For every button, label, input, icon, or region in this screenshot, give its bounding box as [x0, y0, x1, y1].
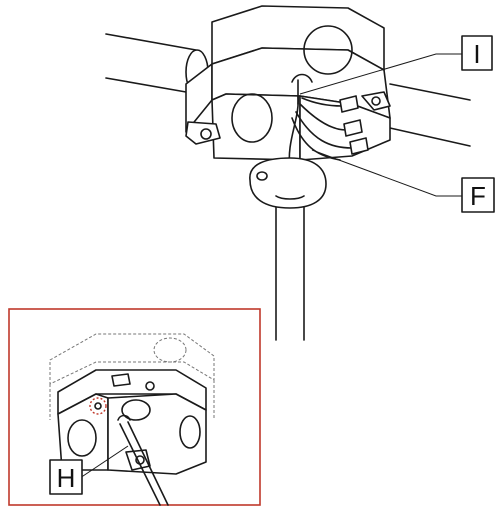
- inset-detail: H: [8, 308, 261, 506]
- right-beams: [389, 83, 471, 147]
- leader-line-upper: [299, 53, 462, 95]
- leader-line-inset: [79, 445, 129, 479]
- highlight-circle: [89, 397, 107, 415]
- inset-junction-box: [57, 369, 207, 475]
- swivel-joint: [249, 157, 327, 209]
- callout-inset: H: [49, 459, 83, 495]
- callout-label-lower: F: [470, 181, 486, 211]
- wire-connector-1: [339, 95, 359, 113]
- conduit-pipe: [275, 195, 305, 341]
- callout-label-inset: H: [57, 463, 76, 493]
- callout-label-upper: I: [473, 39, 480, 69]
- leader-line-lower: [311, 149, 462, 197]
- main-assembly: [105, 5, 471, 341]
- wire-connector-3: [349, 137, 369, 155]
- inset-ghost-outline: [49, 333, 215, 420]
- screwdriver: [117, 414, 169, 506]
- callout-upper-right: I: [461, 35, 493, 71]
- junction-box: [185, 5, 391, 161]
- callout-lower-right: F: [461, 177, 495, 213]
- wire-connector-2: [343, 119, 363, 137]
